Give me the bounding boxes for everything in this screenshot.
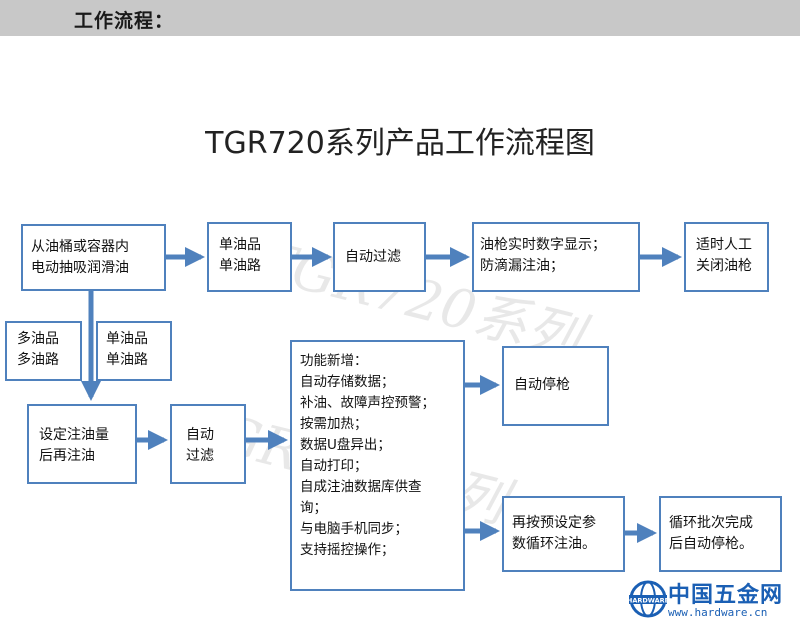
- diagram-title: TGR720系列产品工作流程图: [205, 126, 595, 161]
- node-text: 单油品: [106, 331, 148, 347]
- auto-filter-mid-box: 自动 过滤: [170, 404, 246, 484]
- node-text: 后自动停枪。: [669, 536, 753, 552]
- auto-filter-box: 自动过滤: [333, 222, 426, 292]
- node-text: 过滤: [186, 448, 214, 464]
- node-text: 自动: [186, 427, 214, 443]
- globe-icon: HARDWARE: [628, 580, 668, 618]
- site-logo: HARDWARE 中国五金网 www.hardware.cn: [628, 575, 800, 629]
- header-title: 工作流程：: [74, 10, 175, 32]
- feature-line: 功能新增：: [300, 353, 368, 369]
- node-text: 油枪实时数字显示；: [480, 237, 606, 253]
- logo-url: www.hardware.cn: [668, 606, 768, 619]
- batch-stop-box: 循环批次完成 后自动停枪。: [659, 496, 782, 572]
- node-text: 自动停枪: [514, 377, 570, 393]
- node-text: 单油路: [219, 258, 261, 274]
- node-text: 多油路: [17, 352, 59, 368]
- node-text: 电动抽吸润滑油: [31, 260, 129, 276]
- feature-line: 自动存储数据；: [300, 374, 395, 390]
- feature-line: 按需加热；: [300, 416, 368, 432]
- header-bar: 工作流程：: [0, 0, 800, 36]
- gun-display-box: 油枪实时数字显示； 防滴漏注油；: [472, 222, 640, 292]
- single-line-box: 单油品 单油路: [207, 222, 292, 292]
- node-text: 单油品: [219, 237, 261, 253]
- preset-cycle-box: 再按预设定参 数循环注油。: [502, 496, 625, 572]
- feature-line: 与电脑手机同步；: [300, 521, 408, 537]
- set-volume-box: 设定注油量 后再注油: [27, 404, 137, 484]
- node-text: 设定注油量: [39, 427, 109, 443]
- single-option-box: 单油品 单油路: [96, 321, 172, 381]
- node-text: 适时人工: [696, 237, 752, 253]
- source-box: 从油桶或容器内 电动抽吸润滑油: [21, 224, 166, 291]
- node-text: 自动过滤: [345, 249, 401, 265]
- node-text: 循环批次完成: [669, 515, 753, 531]
- node-text: 关闭油枪: [696, 258, 752, 274]
- multi-option-box: 多油品 多油路: [5, 321, 82, 381]
- feature-line: 自成注油数据库供查: [300, 479, 422, 495]
- node-text: 单油路: [106, 352, 148, 368]
- logo-name: 中国五金网: [668, 583, 784, 608]
- node-text: 再按预设定参: [512, 515, 596, 531]
- feature-line: 自动打印；: [300, 458, 368, 474]
- node-text: 后再注油: [39, 448, 95, 464]
- auto-stop-box: 自动停枪: [502, 346, 609, 426]
- close-gun-box: 适时人工 关闭油枪: [684, 222, 769, 292]
- feature-line: 数据U盘异出；: [300, 437, 391, 453]
- feature-line: 补油、故障声控预警；: [300, 395, 435, 411]
- features-box: 功能新增： 自动存储数据； 补油、故障声控预警； 按需加热； 数据U盘异出； 自…: [290, 340, 465, 591]
- logo-badge-text: HARDWARE: [628, 597, 668, 605]
- node-text: 数循环注油。: [512, 536, 596, 552]
- node-text: 多油品: [17, 331, 59, 347]
- feature-line: 支持摇控操作；: [300, 542, 395, 558]
- node-text: 从油桶或容器内: [31, 239, 129, 255]
- feature-line: 询；: [300, 500, 327, 516]
- node-text: 防滴漏注油；: [480, 258, 564, 274]
